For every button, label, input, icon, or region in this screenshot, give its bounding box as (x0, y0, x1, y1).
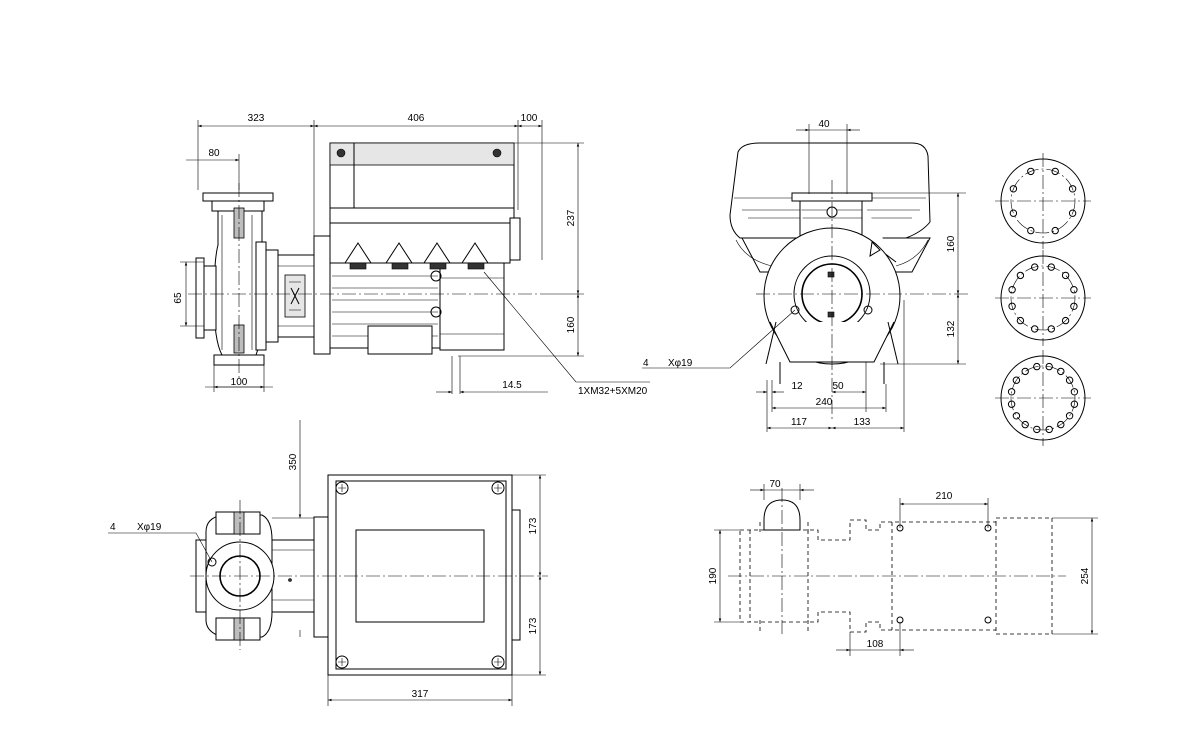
bolt-hole (1065, 376, 1074, 384)
bolt-hole (1051, 226, 1059, 235)
bolt-hole (1008, 302, 1016, 310)
foundation-plan: 70 210 190 254 108 (708, 479, 1098, 656)
bolt-hole (1016, 271, 1025, 280)
dim-254: 254 (1080, 567, 1091, 584)
cable-entry-label: 1XM32+5XM20 (578, 386, 648, 397)
flange-details (995, 153, 1091, 446)
bolt-hole (1068, 209, 1077, 217)
dim-132: 132 (946, 320, 957, 337)
dim-100-bottom: 100 (231, 377, 248, 388)
bolt-hole (1012, 412, 1021, 420)
bolt-hole (1057, 367, 1065, 376)
bolt-hole (1012, 376, 1021, 384)
bolt-hole (1007, 388, 1016, 396)
flange-detail-2 (995, 250, 1091, 346)
bolt-hole (1047, 325, 1056, 333)
dim-14-5: 14.5 (502, 380, 522, 391)
bolt-hole (1070, 286, 1078, 294)
bolt-hole (1031, 263, 1039, 271)
bolt-hole (1033, 425, 1041, 434)
top-holes-spec: Xφ19 (137, 522, 162, 533)
dim-50: 50 (832, 381, 844, 392)
flange-detail-1 (995, 153, 1091, 249)
bolt-hole (1045, 425, 1053, 434)
dim-133: 133 (854, 417, 871, 428)
lantern (277, 254, 315, 338)
bolt-hole (1070, 400, 1079, 408)
dim-173-upper: 173 (528, 517, 539, 534)
dim-100-top: 100 (521, 113, 538, 124)
dim-12: 12 (791, 381, 803, 392)
dim-108: 108 (867, 639, 884, 650)
bolt-hole (1009, 185, 1018, 193)
bolt-hole (1021, 420, 1029, 429)
front-view: 323 406 100 80 237 160 65 100 14.5 1XM32… (173, 113, 650, 397)
dim-190: 190 (708, 567, 719, 584)
bolt-hole (1027, 167, 1035, 176)
bolt-hole (1016, 316, 1025, 325)
screw-icons (335, 481, 505, 669)
bolt-hole (1057, 420, 1065, 429)
dim-160-front: 160 (566, 316, 577, 333)
pump-casing (195, 192, 279, 366)
dim-117: 117 (791, 417, 807, 428)
side-view: 40 160 132 4 Xφ19 12 50 240 117 133 (642, 119, 968, 432)
flange-centerlines (995, 350, 1091, 446)
dim-317: 317 (412, 689, 429, 700)
flange-centerlines (995, 153, 1091, 249)
motor (313, 142, 521, 355)
dim-160-side: 160 (946, 235, 957, 252)
bolt-hole (1065, 412, 1074, 420)
bolt-hole (1008, 286, 1016, 294)
dim-323: 323 (248, 113, 265, 124)
dim-173-lower: 173 (528, 617, 539, 634)
dim-70: 70 (769, 479, 781, 490)
dim-210: 210 (936, 491, 953, 502)
bolt-hole (1033, 362, 1041, 371)
bolt-hole (1009, 209, 1018, 217)
top-view: 350 4 Xφ19 173 173 317 (108, 420, 548, 706)
bolt-hole (1027, 226, 1035, 235)
bolt-hole (1051, 167, 1059, 176)
flange-detail-3 (995, 350, 1091, 446)
dim-80: 80 (208, 148, 220, 159)
dim-240: 240 (816, 397, 833, 408)
bolt-hole (1061, 316, 1070, 325)
bolt-hole (1070, 302, 1078, 310)
bolt-hole (1047, 263, 1056, 271)
flange-centerlines (995, 250, 1091, 346)
dim-350: 350 (288, 453, 299, 470)
dim-65: 65 (173, 292, 184, 304)
side-holes-count: 4 (643, 358, 649, 369)
bolt-hole (1061, 271, 1070, 280)
bolt-hole (1007, 400, 1016, 408)
bolt-hole (1021, 367, 1029, 376)
bolt-hole (1068, 185, 1077, 193)
dim-237: 237 (566, 209, 577, 226)
bolt-hole (1045, 362, 1053, 371)
top-holes-count: 4 (110, 522, 116, 533)
dim-406: 406 (408, 113, 425, 124)
side-holes-spec: Xφ19 (668, 358, 693, 369)
dim-40: 40 (818, 119, 830, 130)
bolt-hole (1031, 325, 1039, 333)
bolt-hole (1070, 388, 1079, 396)
